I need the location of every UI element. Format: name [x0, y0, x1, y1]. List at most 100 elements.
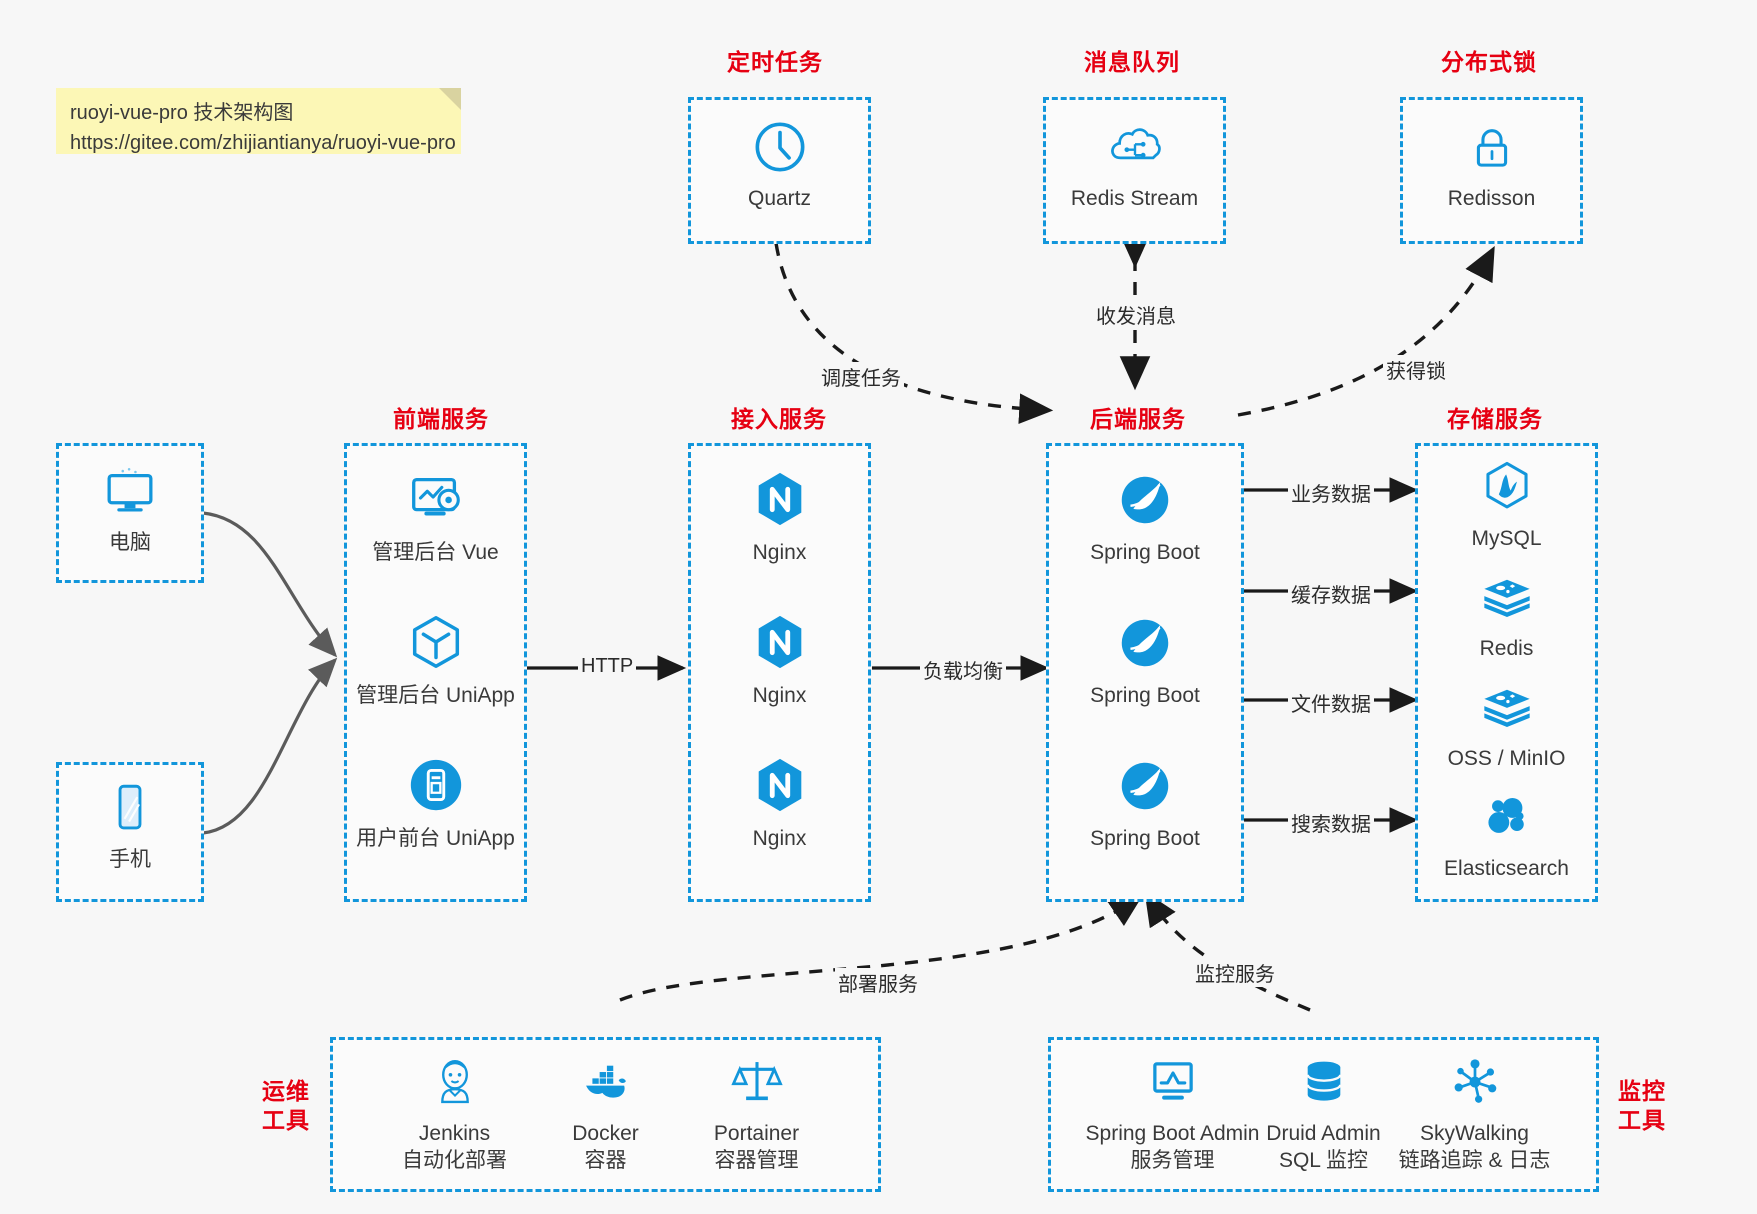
- group-distributed-lock: Redisson: [1400, 97, 1583, 244]
- group-title-scheduled: 定时任务: [727, 49, 823, 75]
- group-devops-tools: Jenkins 自动化部署 Docker 容器: [330, 1037, 881, 1192]
- scales-icon: [730, 1062, 783, 1101]
- group-monitor-tools: Spring Boot Admin 服务管理 Druid Admin SQL 监…: [1048, 1037, 1599, 1192]
- oss-minio-icon: [1483, 689, 1530, 727]
- node-spring-boot-1[interactable]: Spring Boot: [1049, 468, 1241, 566]
- mobile-app-icon: [410, 759, 461, 811]
- nginx-icon: [758, 758, 801, 812]
- node-sublabel: 容器管理: [714, 1149, 799, 1173]
- devops-title-line1: 运维: [262, 1078, 310, 1104]
- group-storage-services: MySQL Redis OSS / MinIO: [1415, 443, 1598, 902]
- cube-icon: [412, 616, 459, 668]
- node-redis-stream[interactable]: Redis Stream: [1046, 118, 1223, 212]
- node-phone[interactable]: 手机: [59, 779, 201, 873]
- node-label: 管理后台 UniApp: [356, 684, 515, 707]
- node-sublabel: 自动化部署: [402, 1149, 507, 1173]
- database-icon: [1306, 1061, 1341, 1101]
- note-fold-corner: [439, 88, 461, 110]
- node-oss-minio[interactable]: OSS / MinIO: [1418, 678, 1595, 772]
- edge-label-schedule-task: 调度任务: [818, 362, 904, 391]
- group-title-backend: 后端服务: [1090, 406, 1186, 432]
- node-label: Portainer: [713, 1122, 800, 1145]
- monitor-title-line1: 监控: [1618, 1078, 1666, 1104]
- node-label: 管理后台 Vue: [372, 541, 499, 564]
- node-sublabel: SQL 监控: [1278, 1149, 1369, 1173]
- node-label: Nginx: [752, 684, 807, 707]
- sticky-note: ruoyi-vue-pro 技术架构图 https://gitee.com/zh…: [56, 88, 461, 154]
- node-nginx-1[interactable]: Nginx: [691, 468, 868, 566]
- note-line-url: https://gitee.com/zhijiantianya/ruoyi-vu…: [70, 132, 456, 154]
- node-label: Redisson: [1447, 187, 1536, 210]
- node-mysql[interactable]: MySQL: [1418, 458, 1595, 552]
- spring-boot-icon: [1121, 762, 1169, 810]
- node-label: OSS / MinIO: [1447, 747, 1566, 770]
- redis-icon: [1483, 579, 1530, 617]
- dashboard-gear-icon: [411, 477, 460, 516]
- node-label: Redis: [1479, 637, 1534, 660]
- node-spring-boot-2[interactable]: Spring Boot: [1049, 611, 1241, 709]
- node-nginx-2[interactable]: Nginx: [691, 611, 868, 709]
- nginx-icon: [758, 472, 801, 526]
- group-frontend-services: 管理后台 Vue 管理后台 UniApp 用户前台 UniApp: [344, 443, 527, 902]
- node-nginx-3[interactable]: Nginx: [691, 754, 868, 852]
- node-spring-boot-admin[interactable]: Spring Boot Admin 服务管理: [900, 1053, 1445, 1176]
- edge-label-business-data: 业务数据: [1288, 478, 1374, 507]
- skywalking-icon: [1454, 1059, 1496, 1103]
- node-desktop[interactable]: 电脑: [59, 462, 201, 556]
- node-label: Spring Boot: [1090, 541, 1200, 564]
- node-druid-admin[interactable]: Druid Admin SQL 监控: [1051, 1053, 1596, 1176]
- edge-label-mq-messages: 收发消息: [1093, 300, 1179, 329]
- group-title-frontend: 前端服务: [393, 406, 489, 432]
- monitor-chart-icon: [1152, 1062, 1193, 1100]
- node-label: Spring Boot Admin: [1085, 1122, 1260, 1145]
- node-sublabel: 服务管理: [1130, 1149, 1215, 1173]
- group-title-storage: 存储服务: [1447, 406, 1543, 432]
- node-label: Spring Boot: [1090, 827, 1200, 850]
- node-skywalking[interactable]: SkyWalking 链路追踪 & 日志: [1202, 1053, 1747, 1176]
- group-backend-services: Spring Boot Spring Boot Spring Boot: [1046, 443, 1244, 902]
- note-line-title: ruoyi-vue-pro 技术架构图: [70, 102, 294, 124]
- edge-label-cache-data: 缓存数据: [1288, 579, 1374, 608]
- devops-title-line2: 工具: [262, 1106, 310, 1133]
- node-label: 手机: [109, 848, 151, 871]
- jenkins-icon: [440, 1059, 469, 1104]
- edge-label-load-balance: 负载均衡: [920, 655, 1006, 684]
- node-label: Quartz: [747, 187, 812, 210]
- node-spring-boot-3[interactable]: Spring Boot: [1049, 754, 1241, 852]
- node-label: Docker: [572, 1122, 639, 1145]
- node-admin-uniapp[interactable]: 管理后台 UniApp: [347, 611, 524, 709]
- node-user-uniapp[interactable]: 用户前台 UniApp: [347, 754, 524, 852]
- node-admin-vue[interactable]: 管理后台 Vue: [347, 468, 524, 566]
- group-gateway-services: Nginx Nginx Nginx: [688, 443, 871, 902]
- node-label: MySQL: [1471, 527, 1542, 550]
- edge-label-search-data: 搜索数据: [1288, 808, 1374, 837]
- node-docker[interactable]: Docker 容器: [333, 1053, 878, 1176]
- node-label: Jenkins: [418, 1122, 491, 1145]
- node-redisson[interactable]: Redisson: [1403, 118, 1580, 212]
- edge-label-acquire-lock: 获得锁: [1383, 355, 1449, 384]
- nginx-icon: [758, 615, 801, 669]
- elasticsearch-icon: [1487, 797, 1524, 833]
- group-message-queue: Redis Stream: [1043, 97, 1226, 244]
- node-jenkins[interactable]: Jenkins 自动化部署: [182, 1053, 727, 1176]
- node-elasticsearch[interactable]: Elasticsearch: [1418, 788, 1595, 882]
- group-client-phone: 手机: [56, 762, 204, 902]
- group-title-mq: 消息队列: [1084, 49, 1180, 75]
- mysql-icon: [1485, 461, 1528, 509]
- docker-icon: [585, 1065, 626, 1098]
- node-label: Elasticsearch: [1444, 857, 1569, 880]
- group-title-gateway: 接入服务: [731, 406, 827, 432]
- node-redis[interactable]: Redis: [1418, 568, 1595, 662]
- edge-label-monitor-service: 监控服务: [1192, 958, 1278, 987]
- desktop-icon: [107, 467, 153, 512]
- group-title-monitor: 监控 工具: [1618, 1077, 1666, 1135]
- node-label: Redis Stream: [1070, 187, 1199, 210]
- group-title-devops: 运维 工具: [262, 1077, 310, 1135]
- node-portainer[interactable]: Portainer 容器管理: [484, 1053, 1029, 1176]
- node-label: Nginx: [752, 541, 807, 564]
- monitor-title-line2: 工具: [1618, 1106, 1666, 1133]
- node-label: Nginx: [752, 827, 807, 850]
- node-quartz[interactable]: Quartz: [691, 118, 868, 212]
- spring-boot-icon: [1121, 476, 1169, 524]
- edge-label-file-data: 文件数据: [1288, 688, 1374, 717]
